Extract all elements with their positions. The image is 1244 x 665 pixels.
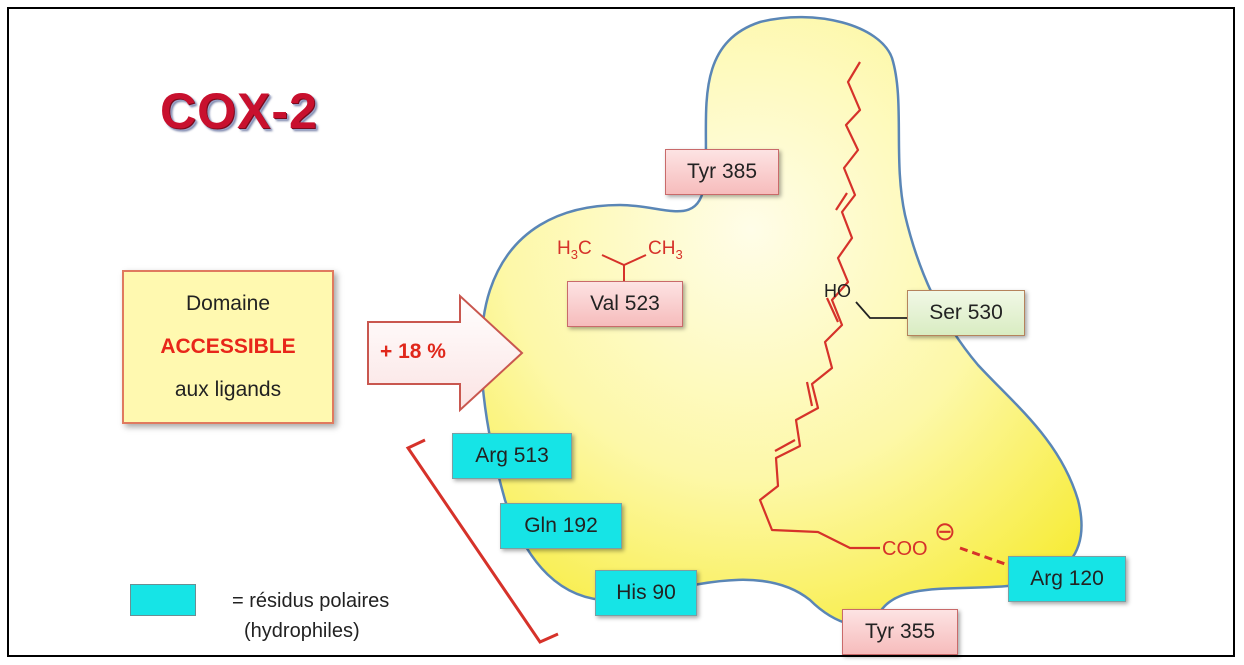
carboxylate-label: COO <box>882 538 928 560</box>
residue-tyr-385: Tyr 385 <box>665 149 779 195</box>
binding-pocket <box>479 15 1083 627</box>
domain-line-2: ACCESSIBLE <box>160 334 296 358</box>
residue-tyr-355: Tyr 355 <box>842 609 958 655</box>
legend-line-1: = résidus polaires <box>232 590 390 612</box>
residue-arg-120: Arg 120 <box>1008 556 1126 602</box>
legend-polar-swatch <box>130 584 196 616</box>
hydroxyl-label: HO <box>824 281 851 301</box>
increase-arrow <box>367 293 524 413</box>
residue-his-90: His 90 <box>595 570 697 616</box>
legend-text: = résidus polaires (hydrophiles) <box>232 586 389 646</box>
arrow-percentage-label: + 18 % <box>380 340 446 363</box>
fatty-acid-chain <box>758 61 880 550</box>
legend-line-2: (hydrophiles) <box>244 620 360 642</box>
double-bond <box>826 297 839 323</box>
domain-accessible-box: Domaine ACCESSIBLE aux ligands <box>122 270 334 424</box>
residue-val-523: Val 523 <box>567 281 683 327</box>
ch3-label: CH3 <box>648 238 683 262</box>
residue-ser-530: Ser 530 <box>907 290 1025 336</box>
negative-charge-icon: ⊖ <box>934 516 956 546</box>
domain-line-1: Domaine <box>185 291 271 315</box>
serine-side-chain <box>855 301 912 319</box>
diagram-title: COX-2 <box>160 83 318 139</box>
double-bond <box>835 192 848 211</box>
residue-arg-513: Arg 513 <box>452 433 572 479</box>
double-bond <box>774 439 796 452</box>
residue-gln-192: Gln 192 <box>500 503 622 549</box>
double-bond <box>805 381 814 407</box>
polar-residues-bracket <box>405 438 559 644</box>
domain-line-3: aux ligands <box>174 378 282 402</box>
h3c-label: H3C <box>557 238 592 262</box>
